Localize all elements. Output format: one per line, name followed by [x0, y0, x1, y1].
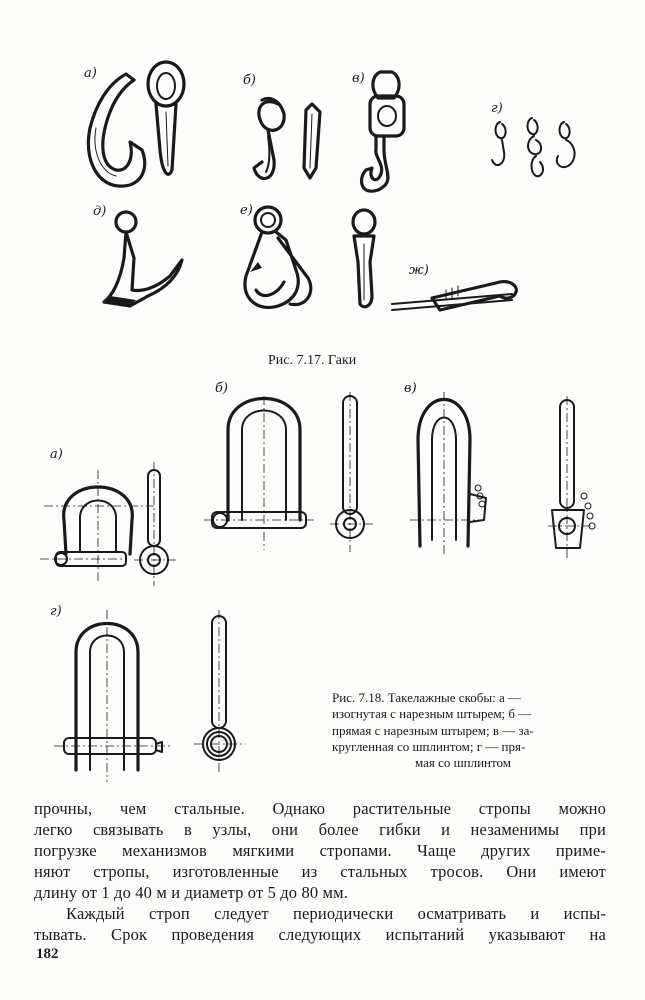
fig-label-a: а) [50, 447, 63, 462]
text-line: легко связывать в узлы, они более гибки … [34, 820, 606, 839]
figure-7-17-caption: Рис. 7.17. Гаки [268, 353, 357, 368]
body-text: прочны, чем стальные. Однако растительны… [34, 798, 606, 945]
text-line: Каждый строп следует периодически осматр… [66, 904, 606, 923]
text-line: няют стропы, изготовленные из стальных т… [34, 862, 606, 881]
caption-line: мая со шплинтом [414, 755, 511, 771]
shackle-drawings [40, 392, 596, 782]
fig-label-v: в) [352, 71, 365, 86]
fig-label-b: б) [215, 381, 229, 396]
fig-label-e: е) [240, 203, 253, 218]
caption-line: Рис. 7.18. Такелажные скобы: а — [332, 690, 521, 705]
text-line: прочны, чем стальные. Однако растительны… [34, 799, 606, 818]
fig-label-d: д) [93, 204, 107, 219]
fig-label-a: а) [84, 66, 97, 81]
caption-line: прямая с нарезным штырем; в — за- [332, 722, 534, 738]
text-line: тывать. Срок проведения следующих испыта… [34, 925, 606, 944]
figure-7-18-caption: Рис. 7.18. Такелажные скобы: а — изогнут… [332, 690, 594, 771]
caption-line: изогнутая с нарезным штырем; б — [332, 706, 532, 722]
caption-line: кругленная со шплинтом; г — пря- [332, 738, 526, 754]
text-line: погрузке механизмов мягкими стропами. Ча… [34, 841, 606, 860]
page-number: 182 [36, 946, 59, 962]
fig-label-zh: ж) [409, 263, 429, 278]
text-line: длину от 1 до 40 м и диаметр от 5 до 80 … [34, 883, 349, 902]
fig-label-v: в) [404, 381, 417, 396]
hook-a-drawing [86, 60, 576, 312]
fig-label-g: г) [491, 101, 503, 116]
fig-label-g: г) [50, 604, 62, 619]
fig-label-b: б) [243, 73, 257, 88]
